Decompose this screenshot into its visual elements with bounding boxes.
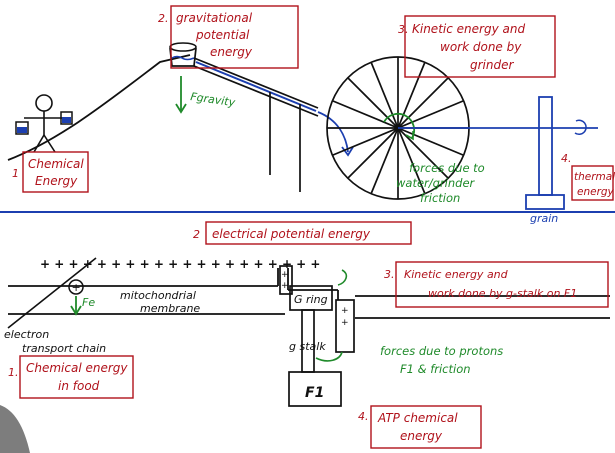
svg-text:+: +	[341, 318, 349, 328]
fe-force-arrow	[70, 296, 82, 316]
svg-text:forces due to: forces due to	[409, 161, 485, 175]
svg-text:+: +	[281, 270, 289, 280]
bottom-label-atp-energy: 4. ATP chemical energy	[358, 405, 482, 449]
svg-text:potential: potential	[195, 28, 250, 42]
fe-label: Fe	[82, 296, 95, 309]
gring-rotation-arrow	[337, 269, 348, 286]
atp-synthase	[279, 265, 355, 407]
gstalk-rotation-arrow	[315, 351, 343, 362]
svg-text:1: 1	[12, 167, 19, 180]
svg-text:F1 & friction: F1 & friction	[400, 362, 471, 376]
svg-text:gravitational: gravitational	[176, 11, 253, 25]
svg-text:ATP chemical: ATP chemical	[377, 411, 458, 425]
membrane-label-1: mitochondrial	[120, 289, 196, 302]
label-electrical-pe: 2 electrical potential energy	[193, 221, 412, 245]
wheel-rotation-arrow	[383, 113, 415, 139]
water-tank	[169, 42, 197, 67]
proton-symbol: +	[68, 279, 84, 295]
svg-text:+: +	[341, 306, 349, 316]
etc-label-1: electron	[4, 328, 49, 341]
svg-text:Chemical: Chemical	[28, 157, 84, 171]
svg-text:thermal: thermal	[574, 171, 615, 183]
svg-text:Kinetic energy and: Kinetic energy and	[412, 22, 525, 36]
svg-text:4.: 4.	[561, 152, 572, 165]
svg-text:2.: 2.	[158, 12, 169, 25]
proton-row: + + + + + + + + + + + + + + + + + + + +	[40, 257, 320, 271]
stick-figure	[24, 94, 64, 153]
bottom-label-chemical-energy: 1. Chemical energy in food	[8, 355, 134, 399]
f1-label: F1	[305, 385, 324, 401]
water-flow-arrow	[317, 111, 349, 153]
water-bucket-left	[15, 121, 29, 135]
svg-text:+: +	[281, 281, 289, 291]
mitochondrial-membrane	[8, 268, 610, 319]
gstalk-label: g stalk	[289, 340, 326, 353]
svg-text:+: +	[72, 281, 81, 294]
svg-text:energy: energy	[400, 429, 443, 443]
svg-text:work done by g-stalk on F1: work done by g-stalk on F1	[428, 287, 577, 300]
top-label-kinetic-energy: 3. Kinetic energy and work done by grind…	[398, 15, 556, 78]
svg-text:water/grinder: water/grinder	[396, 176, 476, 190]
etc-pointer-line	[7, 257, 97, 329]
etc-label-2: transport chain	[22, 342, 106, 355]
svg-text:Energy: Energy	[35, 174, 78, 188]
top-label-gravitational-pe: 2. gravitational potential energy	[158, 5, 299, 69]
svg-text:Chemical energy: Chemical energy	[26, 361, 128, 375]
membrane-label-2: membrane	[140, 302, 200, 315]
svg-text:1.: 1.	[8, 366, 19, 379]
hill-slope	[7, 54, 191, 161]
top-forces-note: forces due to water/grinder friction	[396, 161, 485, 205]
axle-spin-arrow	[574, 119, 587, 136]
grain-label: grain	[530, 212, 558, 225]
gravity-arrow	[175, 76, 187, 114]
svg-text:3.: 3.	[384, 268, 395, 281]
svg-text:grinder: grinder	[470, 58, 514, 72]
svg-text:electrical potential energy: electrical potential energy	[212, 227, 371, 241]
svg-text:2: 2	[193, 228, 200, 241]
water-bucket-right	[60, 111, 73, 125]
svg-text:work done by: work done by	[440, 40, 522, 54]
svg-text:forces due to protons: forces due to protons	[380, 344, 503, 358]
top-label-chemical-energy: 1 Chemical Energy	[12, 151, 89, 193]
svg-text:3.: 3.	[398, 23, 409, 36]
svg-text:Kinetic energy and: Kinetic energy and	[404, 268, 509, 281]
synthase-plus-signs: + + + +	[281, 270, 349, 328]
gring-label: G ring	[294, 293, 328, 306]
bottom-forces-note: forces due to protons F1 & friction	[380, 344, 503, 376]
svg-text:energy: energy	[210, 45, 253, 59]
corner-shadow	[0, 405, 30, 453]
top-label-thermal-energy: 4. thermal energy	[561, 152, 615, 201]
svg-text:friction: friction	[420, 191, 460, 205]
svg-text:in food: in food	[58, 379, 100, 393]
svg-text:4.: 4.	[358, 410, 369, 423]
bottom-label-kinetic-energy: 3. Kinetic energy and work done by g-sta…	[384, 261, 609, 308]
fgravity-label: Fgravity	[190, 90, 237, 109]
svg-text:energy: energy	[577, 186, 615, 198]
grinder-post	[525, 96, 565, 210]
water-chute	[193, 57, 319, 192]
